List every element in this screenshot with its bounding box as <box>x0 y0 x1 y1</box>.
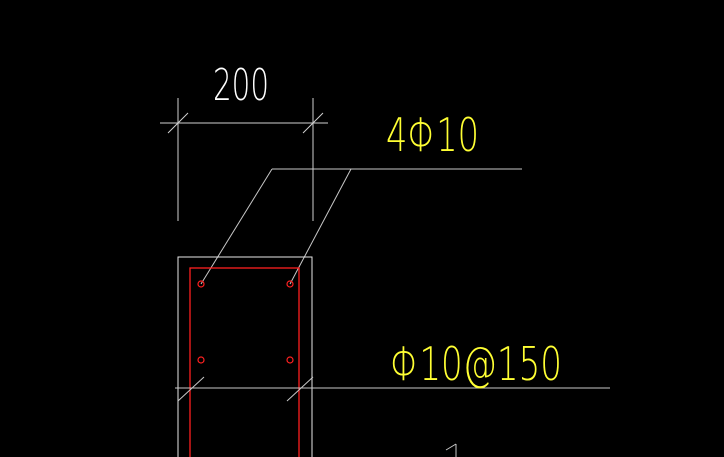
rebar-top-right <box>286 280 294 288</box>
rebar-leader-group: 4Φ10 <box>200 108 522 285</box>
dimension-tick-left <box>167 112 189 134</box>
concrete-section-outline <box>177 256 313 457</box>
rebar-leader-diagonal-2 <box>289 168 352 285</box>
dimension-value-text: 200 <box>213 60 269 111</box>
rebar-label-text: 4Φ10 <box>386 108 479 162</box>
rebar-mid-left <box>197 356 205 364</box>
dimension-group: 200 <box>160 60 328 221</box>
stirrup-leader-tick-right <box>286 376 314 402</box>
dimension-tick-right <box>302 112 324 134</box>
stirrup-leader-tick-left <box>177 376 205 402</box>
stirrup-outline <box>189 267 300 457</box>
stirrup-label-text: Φ10@150 <box>390 337 562 391</box>
stirrup-leader-group: Φ10@150 <box>175 337 610 402</box>
cursor-mark-diagonal <box>445 443 457 451</box>
rebar-leader-diagonal-1 <box>200 168 273 285</box>
rebar-mid-right <box>286 356 294 364</box>
rebar-top-left <box>197 280 205 288</box>
